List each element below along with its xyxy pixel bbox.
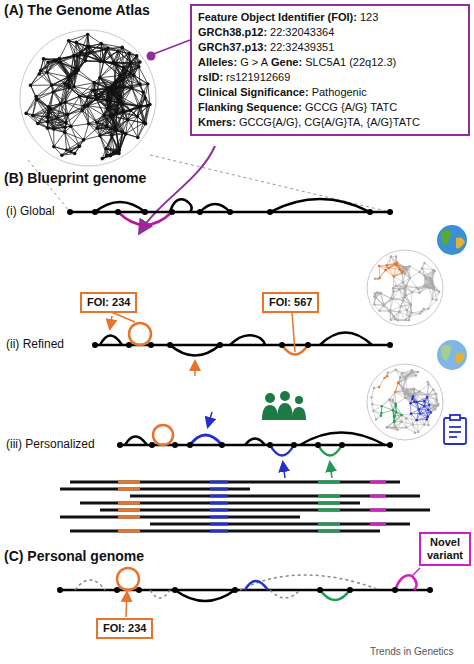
network-graph — [373, 255, 440, 321]
field-name: Kmers: — [198, 116, 236, 128]
field-name: rsID: — [198, 71, 223, 83]
globe-icon — [437, 340, 467, 370]
blue-arc — [190, 435, 222, 445]
novel-variant-box: Novel variant — [419, 532, 471, 566]
box-text: FOI: 234 — [103, 622, 146, 635]
field-name: Feature Object Identifier (FOI): — [198, 11, 357, 23]
field-name: Alleles: — [198, 56, 237, 68]
orange-arrow — [194, 362, 196, 376]
graph-dots — [67, 209, 393, 215]
box-text: Novel variant — [425, 536, 465, 562]
field-value: 123 — [360, 11, 378, 23]
field-value: Pathogenic — [312, 86, 367, 98]
leader-arrow — [140, 146, 215, 232]
globe-icon — [437, 225, 467, 255]
section-label: (C) Personal genome — [4, 548, 144, 564]
field-value: G > A — [240, 56, 268, 68]
green-arc — [318, 445, 342, 456]
field-value: 22:32439351 — [270, 41, 334, 53]
network-graph — [24, 33, 151, 161]
foi-box: FOI: 234 — [96, 618, 153, 639]
network-outline — [367, 250, 443, 326]
field-name: Clinical Significance: — [198, 86, 309, 98]
field-value: GCCG{A/G}, CG{A/G}TA, {A/G}TATC — [239, 116, 420, 128]
novel-loop — [395, 575, 417, 590]
field-name: Gene: — [271, 56, 302, 68]
leader-line — [111, 312, 135, 322]
section-label: (B) Blueprint genome — [4, 170, 146, 186]
foi-box: FOI: 234 — [80, 292, 137, 313]
field-name: GRCh37.p13: — [198, 41, 267, 53]
personalized-genome-graph — [120, 433, 390, 446]
section-label: (ii) Refined — [6, 337, 64, 351]
field-value: GCCG {A/G} TATC — [305, 101, 397, 113]
info-box: Feature Object Identifier (FOI):123GRCh3… — [190, 4, 470, 136]
field-value: rs121912669 — [226, 71, 290, 83]
orange-arrow — [110, 316, 112, 328]
field-value: 22:32043364 — [270, 26, 334, 38]
leader-line — [151, 40, 190, 55]
section-label: (iii) Personalized — [6, 437, 95, 451]
foi-box: FOI: 567 — [262, 292, 319, 313]
field-value: SLC5A1 (22q12.3) — [305, 56, 396, 68]
field-name: Flanking Sequence: — [198, 101, 302, 113]
box-text: FOI: 234 — [87, 296, 130, 309]
watermark: Trends in Genetics — [370, 646, 454, 657]
sequencing-reads — [60, 481, 430, 533]
leader-line — [292, 312, 295, 352]
orange-loop — [129, 323, 151, 345]
section-label: (i) Global — [6, 204, 55, 218]
network-graph — [370, 368, 439, 434]
section-label: (A) The Genome Atlas — [4, 2, 150, 18]
network-outline — [367, 364, 443, 440]
highlighted-node — [147, 52, 156, 61]
field-name: GRCh38.p12: — [198, 26, 267, 38]
clipboard-icon — [444, 415, 466, 444]
leader-line — [413, 568, 420, 575]
people-icon — [262, 391, 306, 420]
zoom-line — [150, 155, 390, 212]
box-text: FOI: 567 — [269, 296, 312, 309]
network-outline — [20, 30, 156, 166]
